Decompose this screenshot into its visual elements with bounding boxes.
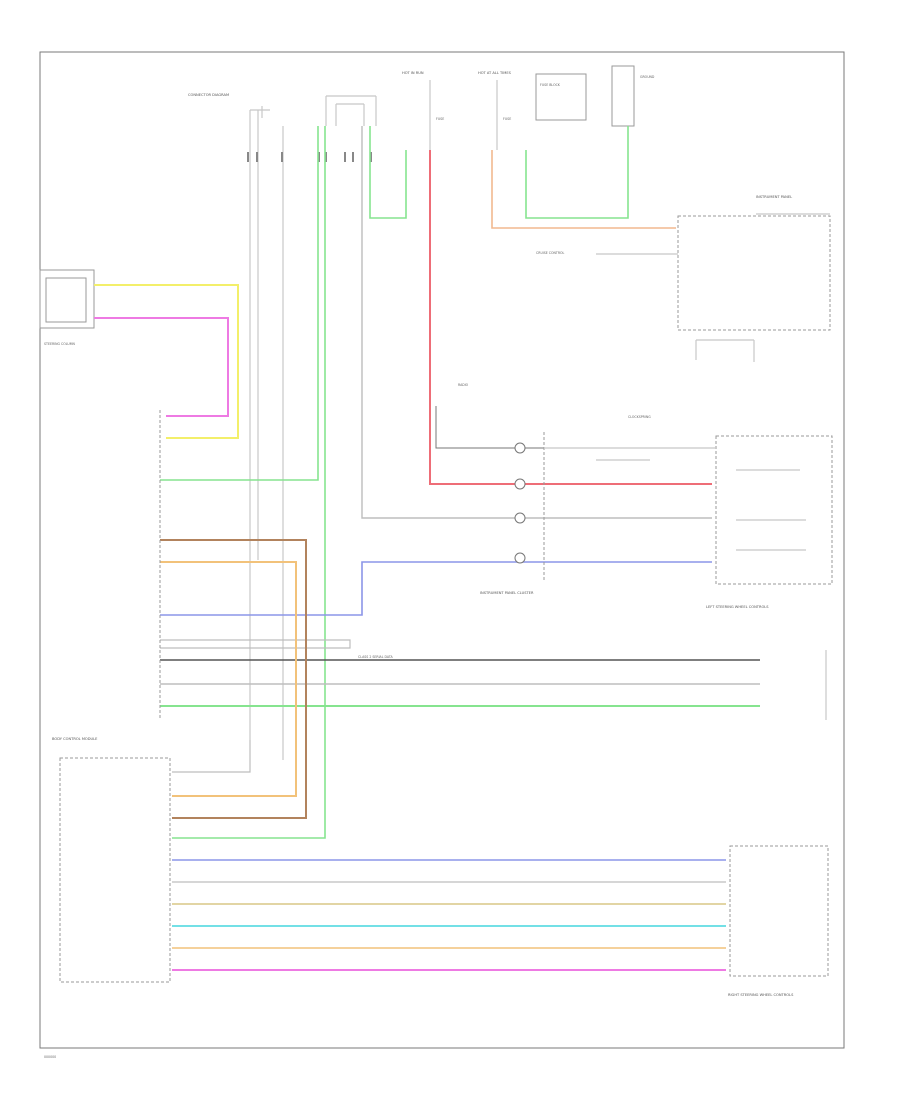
cruise-ref-label: CRUISE CONTROL xyxy=(536,251,565,255)
wire-gray-3 xyxy=(160,639,351,649)
upper-right-module: INSTRUMENT PANEL CRUISE CONTROL xyxy=(536,195,831,362)
wire-pink-top xyxy=(94,317,229,417)
upper-connector-label: CONNECTOR DIAGRAM xyxy=(188,93,229,97)
diagram-frame xyxy=(39,51,845,1049)
steering-clock-label: CLOCKSPRING xyxy=(628,415,651,419)
wire-gray-1 xyxy=(361,126,712,519)
fuse-group-top: HOT IN RUN HOT AT ALL TIMES FUSE FUSE FU… xyxy=(402,65,655,150)
upper-right-box-label: INSTRUMENT PANEL xyxy=(756,195,792,199)
fuse-label-2: FUSE xyxy=(503,117,511,121)
fuse-block-label: FUSE BLOCK xyxy=(540,83,561,87)
wire-yellow-top xyxy=(94,284,239,439)
ipc-connectors: INSTRUMENT PANEL CLUSTER RADIO xyxy=(458,383,545,595)
wires xyxy=(94,126,760,971)
ground-right-label: GROUND xyxy=(640,75,655,79)
right-switch-group: RIGHT STEERING WHEEL CONTROLS xyxy=(728,845,829,997)
right-mid-switch: CLASS 2 SERIAL DATA xyxy=(358,650,827,720)
wire-blue-mid xyxy=(160,561,712,616)
wire-green-2 xyxy=(172,126,326,839)
top-connector-group: CONNECTOR DIAGRAM xyxy=(188,93,377,760)
wire-green-4 xyxy=(525,126,629,219)
wire-brown xyxy=(160,539,307,819)
left-switch-group: CLOCKSPRING LEFT STEERING WHEEL CONTROLS xyxy=(544,415,833,609)
body-control-label: BODY CONTROL MODULE xyxy=(52,737,98,741)
radio-module-label: RADIO xyxy=(458,383,469,387)
connector-pins-center xyxy=(318,152,372,162)
left-top-connector: STEERING COLUMN xyxy=(39,269,95,346)
wire-tan xyxy=(160,561,297,797)
left-switch-label: LEFT STEERING WHEEL CONTROLS xyxy=(706,605,769,609)
connector-pins-left xyxy=(247,152,283,162)
wire-black-top xyxy=(435,406,544,449)
cruise-mid-label: CLASS 2 SERIAL DATA xyxy=(358,655,394,659)
hot-in-run-label: HOT IN RUN xyxy=(402,71,424,75)
left-top-connector-label: STEERING COLUMN xyxy=(44,342,75,346)
footer-code: 000000 xyxy=(44,1055,56,1059)
wire-red xyxy=(429,150,712,485)
wire-orange xyxy=(491,150,676,229)
wire-gray-4 xyxy=(172,740,251,773)
hot-at-all-label: HOT AT ALL TIMES xyxy=(478,71,512,75)
fuse-label-1: FUSE xyxy=(436,117,444,121)
instrument-panel-label: INSTRUMENT PANEL CLUSTER xyxy=(480,591,534,595)
wire-green-3 xyxy=(369,126,407,219)
right-switches-label: RIGHT STEERING WHEEL CONTROLS xyxy=(728,993,794,997)
body-control-module: BODY CONTROL MODULE xyxy=(52,737,171,983)
wire-green-1 xyxy=(160,126,319,481)
